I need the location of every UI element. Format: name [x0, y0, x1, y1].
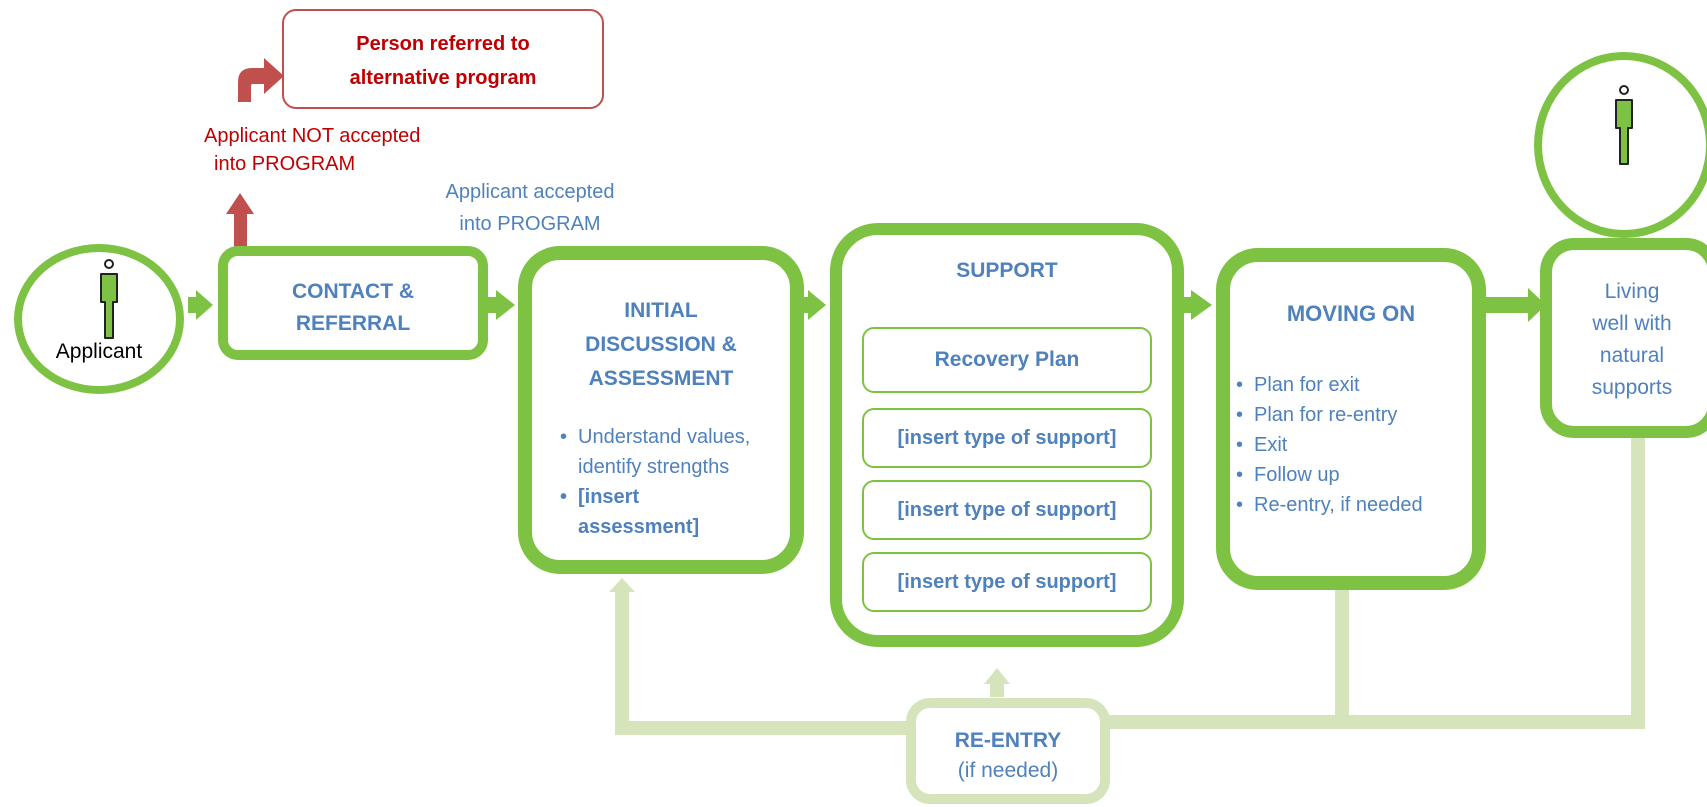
- accepted-line1: Applicant accepted: [445, 181, 615, 203]
- referred-line1: Person referred to: [356, 33, 530, 55]
- accepted-text: Applicant accepted into PROGRAM: [410, 176, 650, 240]
- not-accepted-line2: into PROGRAM: [214, 153, 356, 175]
- living-line2: well with: [1592, 312, 1672, 335]
- support-item-2: [insert type of support]: [862, 408, 1152, 468]
- reentry-arrow-to-support: [984, 668, 1010, 684]
- applicant-circle: Applicant: [14, 244, 184, 394]
- not-accepted-line1: Applicant NOT accepted: [204, 125, 421, 147]
- initial-bullet1-line2: identify strengths: [578, 456, 730, 478]
- accepted-line2: into PROGRAM: [459, 213, 601, 235]
- support-item-recovery-plan: Recovery Plan: [862, 327, 1152, 393]
- contact-referral-box: CONTACT & REFERRAL: [218, 246, 488, 360]
- not-accepted-text: Applicant NOT accepted into PROGRAM: [204, 122, 420, 178]
- reentry-subtitle: (if needed): [957, 759, 1059, 782]
- arrow-head-4: [1191, 290, 1212, 320]
- reentry-line-left: [615, 588, 912, 735]
- reentry-box: RE-ENTRY (if needed): [906, 698, 1110, 804]
- support-item-4: [insert type of support]: [862, 552, 1152, 612]
- moving-on-box: MOVING ON Plan for exit Plan for re-entr…: [1216, 248, 1486, 590]
- moving-on-bullet-4: Follow up: [1234, 460, 1474, 490]
- moving-on-bullet-list: Plan for exit Plan for re-entry Exit Fol…: [1234, 370, 1474, 520]
- initial-assessment-box: INITIAL DISCUSSION & ASSESSMENT Understa…: [518, 246, 804, 574]
- moving-on-bullet-1: Plan for exit: [1234, 370, 1474, 400]
- person-icon: [1615, 85, 1633, 165]
- support-title: SUPPORT: [956, 259, 1058, 282]
- initial-bullet1-line1: Understand values,: [578, 426, 751, 448]
- initial-bullet2-line1: [insert: [578, 486, 640, 508]
- arrow-shaft-4: [1183, 297, 1191, 313]
- referred-line2: alternative program: [349, 67, 537, 89]
- arrow-head-5: [1528, 288, 1546, 322]
- reentry-line-right: [1102, 436, 1645, 729]
- living-well-circle: [1534, 52, 1707, 238]
- person-icon: [100, 259, 118, 339]
- initial-bullet2-line2: assessment]: [578, 516, 700, 538]
- moving-on-bullet-5: Re-entry, if needed: [1234, 490, 1474, 520]
- initial-bullet-values: Understand values, identify strengths: [558, 422, 808, 482]
- initial-title-line1: INITIAL: [624, 299, 698, 322]
- moving-on-bullet-3: Exit: [1234, 430, 1474, 460]
- contact-title-line2: REFERRAL: [295, 312, 411, 335]
- arrow-shaft-2: [488, 297, 496, 313]
- red-arrow-head: [226, 193, 254, 214]
- initial-bullet-assessment: [insert assessment]: [558, 482, 808, 542]
- arrow-head-1: [196, 290, 213, 320]
- reentry-arrow-to-initial: [609, 578, 635, 592]
- support-item-3: [insert type of support]: [862, 480, 1152, 540]
- moving-on-bullet-2: Plan for re-entry: [1234, 400, 1474, 430]
- moving-on-title: MOVING ON: [1286, 301, 1416, 326]
- support-box: SUPPORT Recovery Plan [insert type of su…: [830, 223, 1184, 647]
- referred-box: Person referred to alternative program: [282, 9, 604, 109]
- initial-title-line3: ASSESSMENT: [588, 367, 734, 390]
- living-line3: natural: [1599, 344, 1665, 367]
- arrow-shaft-3: [800, 297, 808, 313]
- reentry-title: RE-ENTRY: [954, 729, 1062, 752]
- arrow-head-3: [808, 290, 826, 320]
- living-line4: supports: [1591, 376, 1673, 399]
- red-curve-arrow: [238, 58, 284, 102]
- initial-title-line2: DISCUSSION &: [585, 333, 737, 356]
- arrow-head-2: [496, 290, 515, 320]
- living-line1: Living: [1604, 280, 1660, 303]
- initial-bullet-list: Understand values, identify strengths [i…: [558, 422, 808, 542]
- red-arrow-shaft: [234, 212, 247, 252]
- applicant-label: Applicant: [55, 340, 143, 363]
- contact-title-line1: CONTACT &: [291, 280, 415, 303]
- arrow-shaft-5: [1482, 297, 1530, 313]
- arrow-shaft-1: [188, 297, 196, 313]
- living-well-box: Living well with natural supports: [1540, 238, 1707, 438]
